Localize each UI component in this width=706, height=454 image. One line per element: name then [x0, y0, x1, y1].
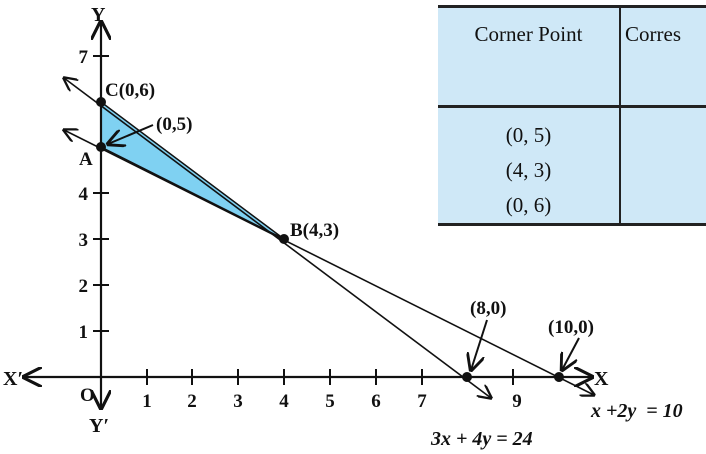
y-tick-labels: 1 2 3 4 7 [79, 47, 89, 343]
line-3x-4y-24 [64, 78, 491, 398]
x-neg-axis-label: X′ [3, 368, 23, 390]
x-tick-label: 6 [371, 391, 381, 412]
x-tick-label: 3 [233, 391, 243, 412]
corner-point-table: Corner Point Corres (0, 5) (4, 3) (0, 6) [438, 5, 706, 226]
x-tick-label: 1 [142, 391, 152, 412]
point-10-0-label: (10,0) [548, 317, 594, 338]
y-axis-label: Y [91, 4, 106, 26]
feasible-region [100, 100, 285, 240]
line-x-2y-10 [64, 130, 594, 395]
y-tick-label: 3 [79, 230, 89, 251]
point-c [96, 97, 106, 107]
table-row-point: (4, 3) [505, 158, 552, 182]
table-header-corresponding: Corres [619, 5, 706, 108]
x-tick-label: 7 [417, 391, 427, 412]
equation-x-2y-10: x +2y = 10 [590, 400, 683, 422]
y-tick-label: 2 [79, 276, 89, 297]
point-b [279, 234, 289, 244]
point-a-label: A [79, 149, 93, 170]
callout-arrow-8-0 [471, 319, 488, 370]
table-row-point: (0, 6) [505, 193, 552, 217]
x-tick-label: 2 [187, 391, 197, 412]
x-tick-labels: 1 2 3 4 5 6 7 9 [142, 391, 522, 412]
x-tick-label: 4 [279, 391, 289, 412]
callout-arrow-a [108, 124, 154, 144]
y-tick-label: 1 [79, 322, 89, 343]
table-row-point: (0, 5) [505, 123, 552, 147]
y-tick-label: 7 [79, 47, 89, 68]
point-a [96, 142, 106, 152]
point-8-0 [462, 372, 472, 382]
table-cell-values [619, 105, 706, 226]
y-neg-axis-label: Y′ [89, 415, 109, 437]
table-cell-points: (0, 5) (4, 3) (0, 6) [438, 105, 621, 226]
origin-label: O [80, 385, 95, 406]
callout-arrow-10-0 [562, 337, 580, 370]
point-8-0-label: (8,0) [470, 298, 506, 319]
equation-3x-4y-24: 3x + 4y = 24 [430, 428, 533, 450]
x-axis-label: X [594, 368, 609, 390]
point-c-label: C(0,6) [105, 80, 155, 101]
point-a-callout-label: (0,5) [156, 114, 192, 135]
x-tick-label: 9 [512, 391, 522, 412]
table-header-corner-point: Corner Point [438, 5, 621, 108]
point-b-label: B(4,3) [290, 220, 339, 241]
point-10-0 [554, 372, 564, 382]
y-tick-label: 4 [79, 184, 89, 205]
x-tick-label: 5 [325, 391, 335, 412]
